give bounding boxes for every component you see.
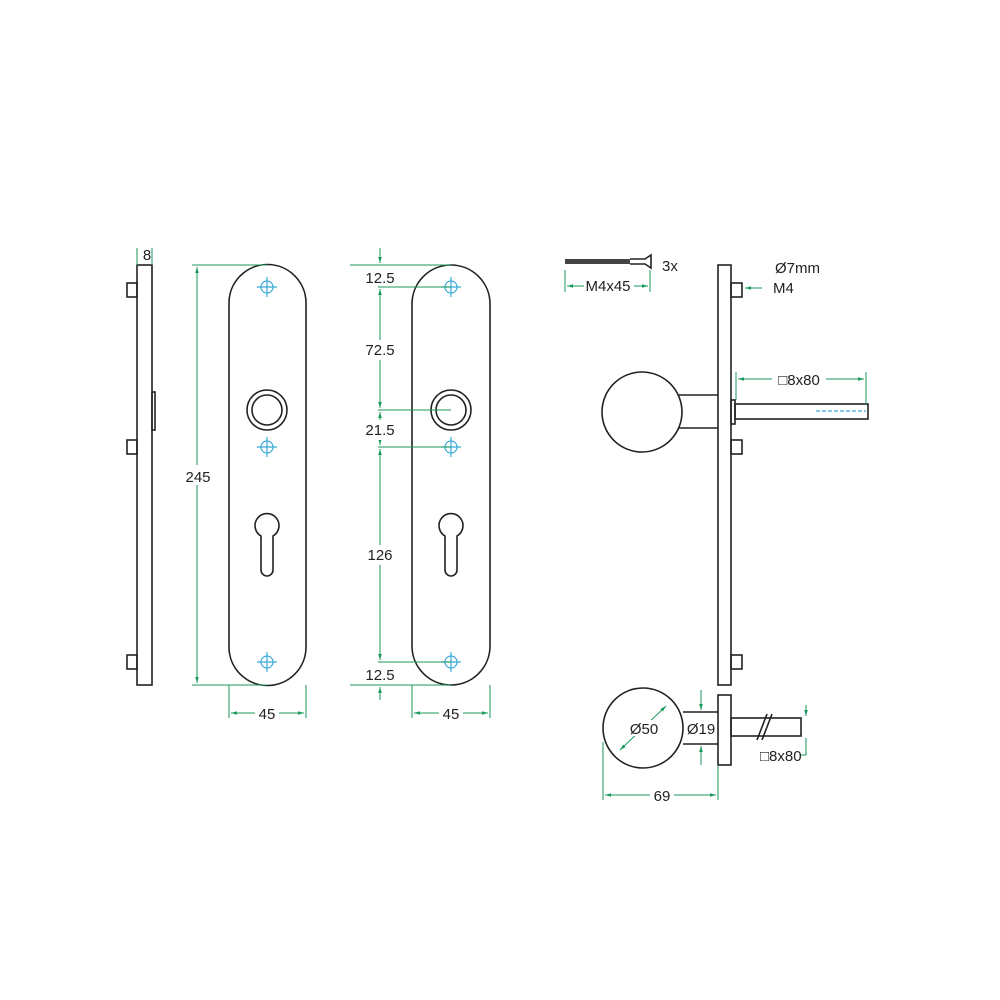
projection-label: 69 [654,788,671,805]
screw-qty-label: 3x [662,258,678,275]
screw-hole-icon [256,276,278,298]
front-view-plate: 245 45 [182,263,307,723]
dimensioned-plate: 12.5 72.5 21.5 126 12.5 45 [350,248,491,723]
screw: 3x M4x45 [564,253,678,295]
stud-diameter-label: Ø7mm [775,260,820,277]
dim-upper-label: 72.5 [365,342,394,359]
dim-top-label: 12.5 [365,270,394,287]
stud-thread-label: M4 [773,280,794,297]
keyhole-icon [254,512,280,577]
screw-size-label: M4x45 [585,278,630,295]
width-label-2: 45 [443,706,460,723]
height-label: 245 [185,469,210,486]
knob-diameter-label: Ø50 [630,721,658,738]
knob-dimension-view: Ø50 Ø19 □8x80 69 [602,687,808,805]
spindle-top-label: □8x80 [778,372,820,389]
dim-lower-label: 126 [367,547,392,564]
screw-hole-icon [256,436,278,458]
knob-side-view: Ø7mm M4 □8x80 [601,260,869,686]
neck-diameter-label: Ø19 [687,721,715,738]
width-label: 45 [259,706,276,723]
dim-bottom-label: 12.5 [365,667,394,684]
dim-mid-label: 21.5 [365,422,394,439]
screw-hole-icon [256,651,278,673]
side-view: 8 [126,247,156,686]
thickness-label: 8 [143,247,151,264]
spindle-bottom-label: □8x80 [760,748,802,765]
